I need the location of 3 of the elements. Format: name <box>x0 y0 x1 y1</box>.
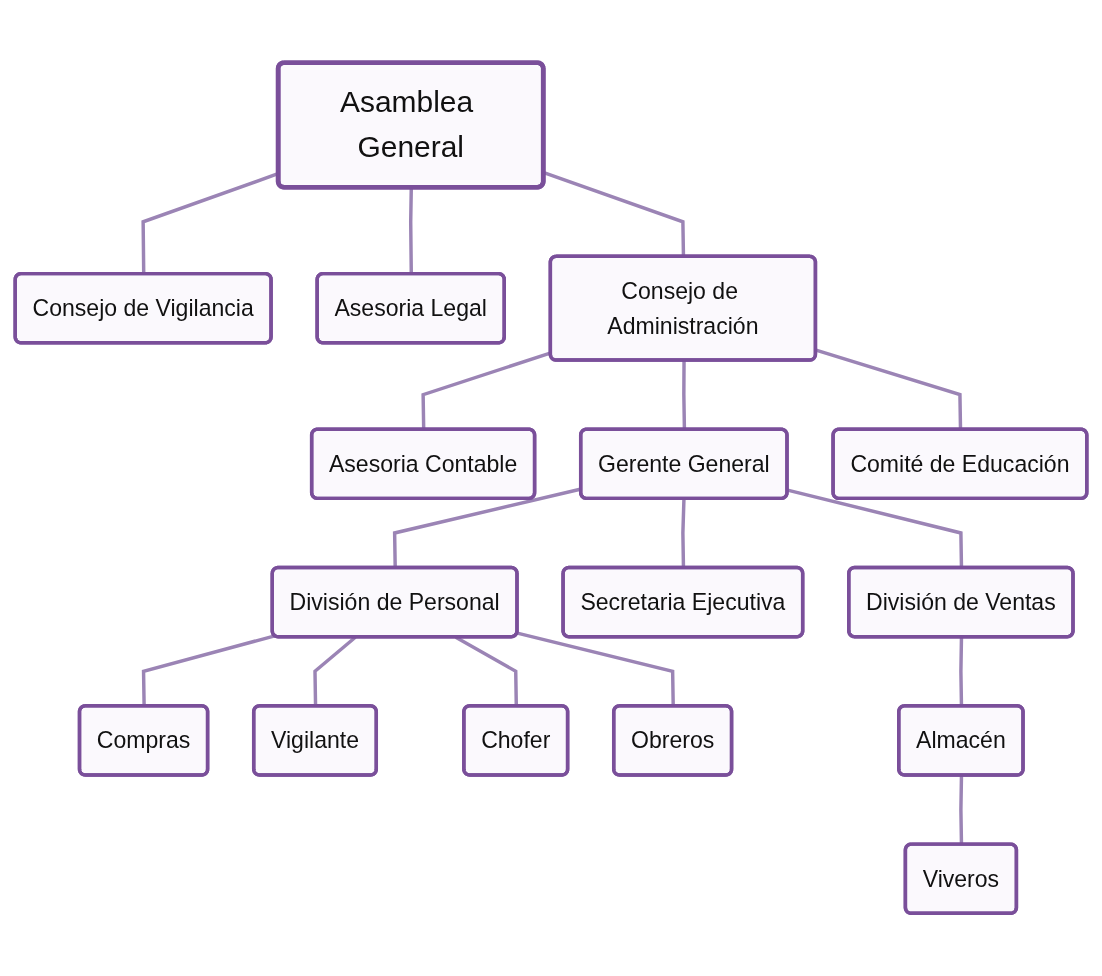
connector <box>959 775 964 845</box>
connector <box>682 360 687 430</box>
connector <box>392 487 582 569</box>
